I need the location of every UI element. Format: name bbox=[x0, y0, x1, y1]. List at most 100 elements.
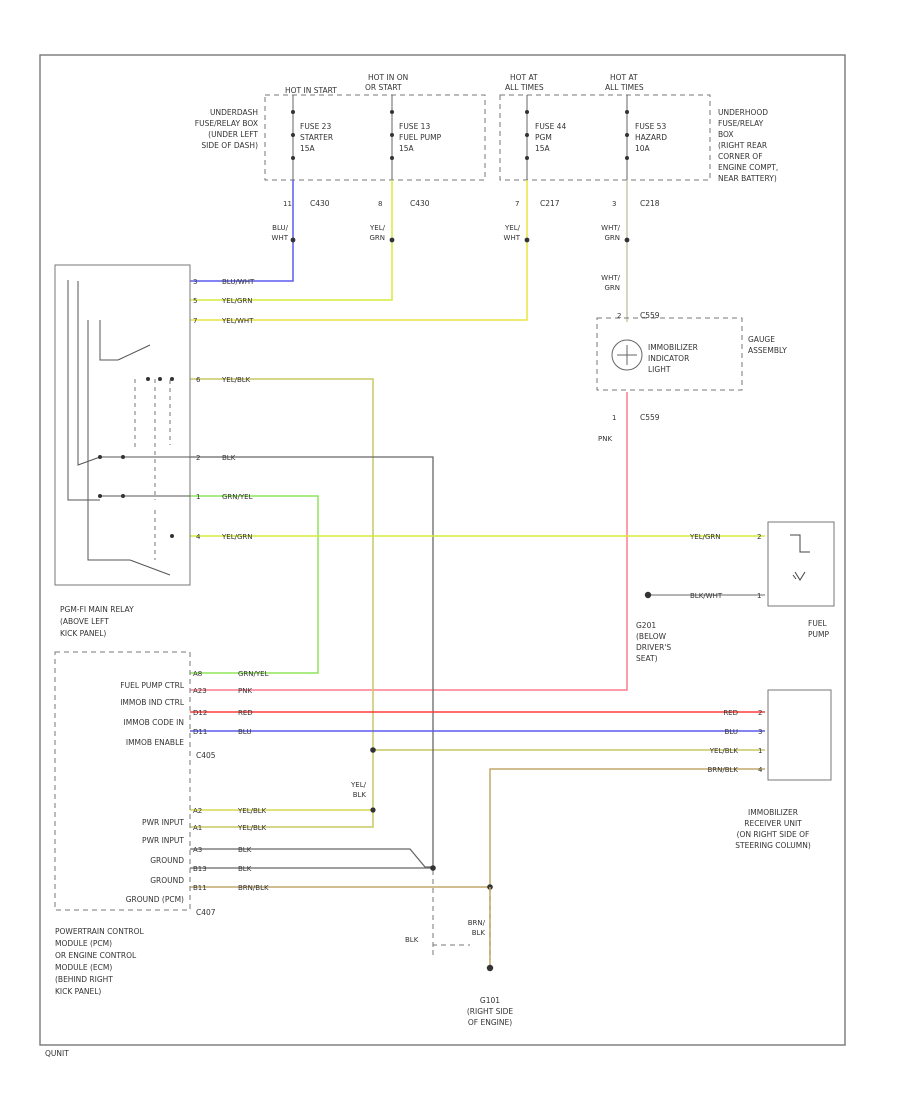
svg-text:IMMOBILIZER: IMMOBILIZER bbox=[748, 808, 798, 817]
wire-label-wht-grn-b2: GRN bbox=[604, 284, 620, 292]
svg-text:YEL/WHT: YEL/WHT bbox=[221, 317, 254, 325]
fuse-13-rating: 15A bbox=[399, 144, 415, 153]
svg-text:OF ENGINE): OF ENGINE) bbox=[468, 1018, 512, 1027]
fuse-53-rating: 10A bbox=[635, 144, 651, 153]
svg-text:YEL/GRN: YEL/GRN bbox=[221, 297, 252, 305]
fuse-53-name: FUSE 53 bbox=[635, 122, 666, 131]
wire-blk-pcm-a3 bbox=[190, 848, 433, 868]
svg-text:A23: A23 bbox=[193, 687, 207, 695]
fuse-box-left-label: UNDERDASH FUSE/RELAY BOX (UNDER LEFT SID… bbox=[195, 108, 259, 150]
hot-label-on-2: OR START bbox=[365, 83, 402, 92]
diagram-frame bbox=[39, 54, 846, 1046]
svg-text:BRN/BLK: BRN/BLK bbox=[238, 884, 269, 892]
svg-text:ENGINE COMPT,: ENGINE COMPT, bbox=[718, 163, 778, 172]
g101-label: G101 (RIGHT SIDE OF ENGINE) bbox=[467, 996, 514, 1027]
svg-text:G201: G201 bbox=[636, 621, 656, 630]
pcm-wire-labels: GRN/YEL PNK RED BLU YEL/BLK YEL/BLK BLK … bbox=[237, 670, 269, 892]
c217-pin: 7 bbox=[515, 200, 519, 208]
svg-text:B13: B13 bbox=[193, 865, 207, 873]
svg-text:UNDERHOOD: UNDERHOOD bbox=[718, 108, 768, 117]
c430a-pin: 11 bbox=[283, 200, 292, 208]
c430a-label: C430 bbox=[310, 199, 330, 208]
wire-label-blk-g101: BLK bbox=[405, 936, 419, 944]
svg-text:(BEHIND RIGHT: (BEHIND RIGHT bbox=[55, 975, 113, 984]
svg-text:(UNDER LEFT: (UNDER LEFT bbox=[208, 130, 258, 139]
svg-text:(RIGHT REAR: (RIGHT REAR bbox=[718, 141, 767, 150]
svg-text:YEL/BLK: YEL/BLK bbox=[709, 747, 739, 755]
svg-text:GRN/YEL: GRN/YEL bbox=[238, 670, 269, 678]
svg-text:YEL/GRN: YEL/GRN bbox=[221, 533, 252, 541]
svg-text:BLK: BLK bbox=[238, 846, 252, 854]
svg-text:5: 5 bbox=[193, 297, 197, 305]
wire-label-wht-grn-b1: WHT/ bbox=[601, 274, 620, 282]
svg-text:D11: D11 bbox=[193, 728, 207, 736]
wire-label-yel-grn-2: GRN bbox=[369, 234, 385, 242]
svg-text:1: 1 bbox=[758, 747, 762, 755]
svg-text:SEAT): SEAT) bbox=[636, 654, 658, 663]
svg-text:BLU: BLU bbox=[238, 728, 251, 736]
wire-yel-blk-main bbox=[190, 378, 374, 828]
svg-text:2: 2 bbox=[758, 709, 762, 717]
svg-text:UNDERDASH: UNDERDASH bbox=[210, 108, 258, 117]
wire-label-yel-wht-2: WHT bbox=[504, 234, 521, 242]
fuel-pump-motor-icon bbox=[790, 534, 810, 581]
svg-text:GROUND (PCM): GROUND (PCM) bbox=[126, 895, 184, 904]
svg-text:A3: A3 bbox=[193, 846, 202, 854]
svg-text:IMMOB IND CTRL: IMMOB IND CTRL bbox=[120, 698, 185, 707]
svg-text:G101: G101 bbox=[480, 996, 500, 1005]
fuse-53-circuit: HAZARD bbox=[635, 133, 667, 142]
fuse-23-name: FUSE 23 bbox=[300, 122, 331, 131]
svg-text:BRN/: BRN/ bbox=[468, 919, 486, 927]
pcm-pins: A8 A23 D12 D11 A2 A1 A3 B13 B11 bbox=[193, 670, 207, 892]
svg-text:7: 7 bbox=[193, 317, 197, 325]
svg-text:2: 2 bbox=[196, 454, 200, 462]
fuse-44-name: FUSE 44 bbox=[535, 122, 566, 131]
relay-pins: 3 5 7 6 2 1 4 bbox=[193, 278, 201, 541]
svg-text:FUSE/RELAY BOX: FUSE/RELAY BOX bbox=[195, 119, 258, 128]
svg-text:KICK PANEL): KICK PANEL) bbox=[55, 987, 101, 996]
immobilizer-pins: 2 3 1 4 bbox=[758, 709, 763, 774]
svg-text:6: 6 bbox=[196, 376, 201, 384]
c559-top-pin: 2 bbox=[617, 312, 621, 320]
relay-box bbox=[54, 264, 191, 586]
svg-text:RECEIVER UNIT: RECEIVER UNIT bbox=[744, 819, 802, 828]
c559-top-label: C559 bbox=[640, 311, 660, 320]
svg-text:PNK: PNK bbox=[238, 687, 252, 695]
wire-pnk bbox=[190, 392, 628, 691]
svg-text:GROUND: GROUND bbox=[150, 856, 184, 865]
wire-label-blu-wht-1: BLU/ bbox=[272, 224, 288, 232]
immobilizer-box bbox=[767, 689, 832, 781]
indicator-label: IMMOBILIZER INDICATOR LIGHT bbox=[648, 343, 698, 374]
hot-label-start: HOT IN START bbox=[285, 86, 337, 95]
fuse-13-name: FUSE 13 bbox=[399, 122, 430, 131]
svg-text:4: 4 bbox=[196, 533, 201, 541]
hot-label-at-2: ALL TIMES bbox=[505, 83, 544, 92]
c407-label: C407 bbox=[196, 908, 216, 917]
relay-internals bbox=[67, 280, 190, 576]
svg-text:GAUGE: GAUGE bbox=[748, 335, 775, 344]
fuse-box-right-label: UNDERHOOD FUSE/RELAY BOX (RIGHT REAR COR… bbox=[718, 108, 778, 183]
relay-label: PGM-FI MAIN RELAY (ABOVE LEFT KICK PANEL… bbox=[60, 605, 134, 638]
svg-text:GRN/YEL: GRN/YEL bbox=[222, 493, 253, 501]
immobilizer-label: IMMOBILIZER RECEIVER UNIT (ON RIGHT SIDE… bbox=[735, 808, 811, 850]
wire-brn-blk-immob bbox=[489, 768, 765, 968]
svg-text:(ABOVE LEFT: (ABOVE LEFT bbox=[60, 617, 109, 626]
svg-text:YEL/BLK: YEL/BLK bbox=[221, 376, 251, 384]
wire-yel-grn-fuse bbox=[190, 180, 393, 301]
c559-bottom-pin: 1 bbox=[612, 414, 616, 422]
svg-text:LIGHT: LIGHT bbox=[648, 365, 671, 374]
svg-text:D12: D12 bbox=[193, 709, 207, 717]
svg-text:PWR INPUT: PWR INPUT bbox=[142, 836, 184, 845]
svg-text:3: 3 bbox=[193, 278, 197, 286]
fuel-pump-pin-2: 2 bbox=[757, 533, 761, 541]
svg-text:PGM-FI MAIN RELAY: PGM-FI MAIN RELAY bbox=[60, 605, 134, 614]
wire-label-yel-wht-1: YEL/ bbox=[504, 224, 521, 232]
hot-label-at-4: ALL TIMES bbox=[605, 83, 644, 92]
fuse-44-rating: 15A bbox=[535, 144, 551, 153]
wire-yel-wht bbox=[190, 180, 528, 321]
wire-label-yel-grn-1: YEL/ bbox=[369, 224, 386, 232]
g201-label: G201 (BELOW DRIVER'S SEAT) bbox=[636, 621, 671, 663]
svg-text:MODULE (ECM): MODULE (ECM) bbox=[55, 963, 112, 972]
fuel-pump-box bbox=[767, 521, 835, 607]
svg-text:CORNER OF: CORNER OF bbox=[718, 152, 763, 161]
